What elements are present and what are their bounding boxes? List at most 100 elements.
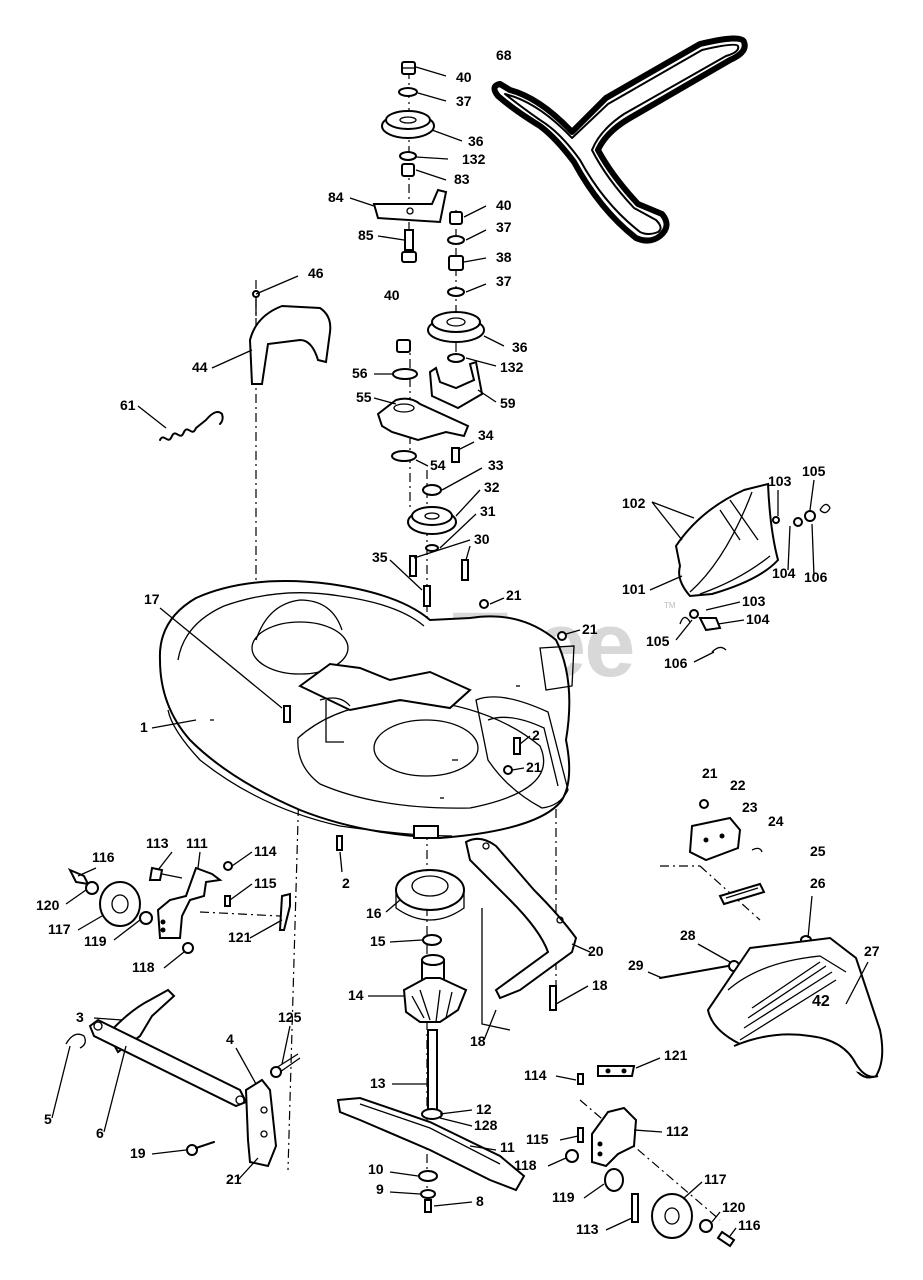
callout-c19: 19 [130, 1145, 146, 1161]
callout-c20: 20 [588, 943, 604, 959]
callout-c44: 44 [192, 359, 208, 375]
blade-11 [336, 1096, 526, 1213]
callout-c103a: 103 [768, 473, 792, 489]
deck-shell-1 [158, 580, 575, 840]
callout-c117b: 117 [704, 1171, 727, 1187]
callout-c22: 22 [730, 777, 746, 793]
callout-c37b: 37 [496, 219, 512, 235]
callout-c40c: 40 [384, 287, 400, 303]
callout-c102: 102 [622, 495, 646, 511]
callout-c40a: 40 [456, 69, 472, 85]
callout-c21e: 21 [226, 1171, 242, 1187]
callout-c11: 11 [500, 1139, 515, 1155]
center-pulley-assembly [407, 484, 469, 607]
callout-c104b: 104 [746, 611, 770, 627]
callout-c106a: 106 [804, 569, 828, 585]
callout-c35: 35 [372, 549, 388, 565]
callout-c37a: 37 [456, 93, 472, 109]
callout-c116b: 116 [738, 1217, 761, 1233]
left-gauge-wheel-assembly [67, 861, 291, 954]
callout-c113a: 113 [146, 835, 169, 851]
callout-c68: 68 [496, 47, 512, 63]
callout-c18a: 18 [592, 977, 608, 993]
callout-c5: 5 [44, 1111, 52, 1127]
callout-c14: 14 [348, 987, 364, 1003]
callout-c101: 101 [622, 581, 646, 597]
callout-c30: 30 [474, 531, 490, 547]
callout-c15: 15 [370, 933, 386, 949]
callout-c26: 26 [810, 875, 826, 891]
callout-c114b: 114 [524, 1067, 547, 1083]
left-lift-links [65, 988, 301, 1168]
callout-c40b: 40 [496, 197, 512, 213]
callout-c21d: 21 [702, 765, 718, 781]
upper-pulley-stack [372, 61, 485, 410]
callout-c36a: 36 [468, 133, 484, 149]
callout-c125: 125 [278, 1009, 302, 1025]
callout-c128: 128 [474, 1117, 498, 1133]
callout-c117a: 117 [48, 921, 71, 937]
watermark-trademark: TM [664, 601, 676, 610]
front-bracket-20 [464, 837, 578, 1031]
callout-c61: 61 [120, 397, 136, 413]
callout-c23: 23 [742, 799, 758, 815]
callout-c132a: 132 [462, 151, 486, 167]
callout-c54: 54 [430, 457, 446, 473]
callout-c103b: 103 [742, 593, 766, 609]
deck-fasteners [283, 599, 567, 851]
callout-c18b: 18 [470, 1033, 486, 1049]
callout-c21a: 21 [506, 587, 522, 603]
callout-c112: 112 [666, 1123, 689, 1139]
spindle-assembly [395, 869, 468, 1120]
callout-c6: 6 [96, 1125, 104, 1141]
callout-c120b: 120 [722, 1199, 746, 1215]
callout-c38: 38 [496, 249, 512, 265]
callout-c17: 17 [144, 591, 160, 607]
callout-c46: 46 [308, 265, 324, 281]
spring-61 [159, 411, 224, 441]
discharge-chute-hardware [659, 799, 812, 979]
drive-belt-68 [491, 35, 748, 244]
callout-c84: 84 [328, 189, 344, 205]
callout-c121a: 121 [228, 929, 252, 945]
callout-c121b: 121 [664, 1047, 688, 1063]
callout-c115a: 115 [254, 875, 277, 891]
callout-c56: 56 [352, 365, 368, 381]
callout-c105b: 105 [646, 633, 670, 649]
callout-c9: 9 [376, 1181, 384, 1197]
callout-c13: 13 [370, 1075, 386, 1091]
callout-c55: 55 [356, 389, 372, 405]
callout-c119a: 119 [84, 933, 107, 949]
idler-arm-assembly [376, 339, 470, 463]
callout-c119b: 119 [552, 1189, 575, 1205]
callout-c16: 16 [366, 905, 382, 921]
callout-c31: 31 [480, 503, 496, 519]
callout-c113b: 113 [576, 1221, 599, 1237]
callout-c37c: 37 [496, 273, 512, 289]
callout-c32: 32 [484, 479, 500, 495]
callout-c111: 111 [186, 835, 208, 851]
callout-c24: 24 [768, 813, 784, 829]
callout-c106b: 106 [664, 655, 688, 671]
callout-c85: 85 [358, 227, 374, 243]
callout-c105a: 105 [802, 463, 826, 479]
callout-c8: 8 [476, 1193, 484, 1209]
callout-c104a: 104 [772, 565, 796, 581]
callout-c3: 3 [76, 1009, 84, 1025]
callout-c33: 33 [488, 457, 504, 473]
callout-c132b: 132 [500, 359, 524, 375]
callout-c120a: 120 [36, 897, 60, 913]
callout-c28: 28 [680, 927, 696, 943]
callout-c21b: 21 [582, 621, 598, 637]
callout-c12: 12 [476, 1101, 492, 1117]
callout-c34: 34 [478, 427, 494, 443]
callout-c83: 83 [454, 171, 470, 187]
callout-c36b: 36 [512, 339, 528, 355]
callout-c10: 10 [368, 1161, 384, 1177]
callout-c21c: 21 [526, 759, 542, 775]
callout-c1: 1 [140, 719, 148, 735]
chute-badge: 42 [812, 993, 830, 1010]
callout-c59: 59 [500, 395, 516, 411]
